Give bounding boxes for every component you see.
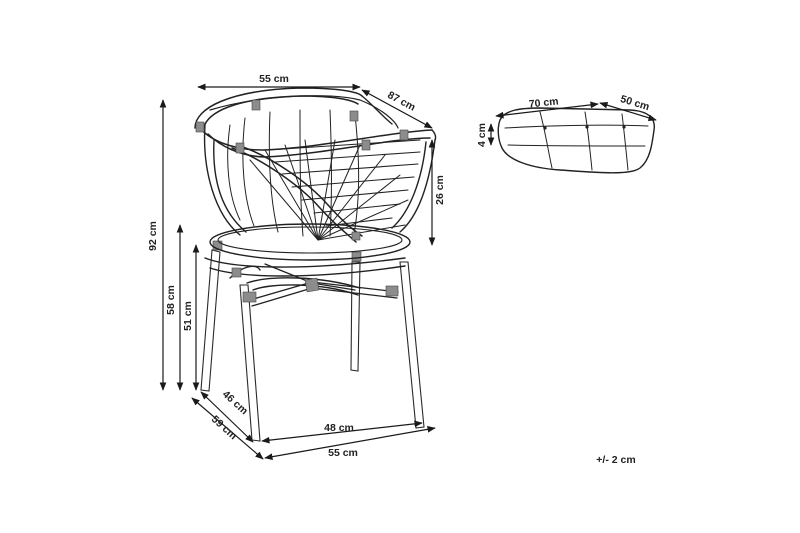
chair-illustration xyxy=(194,87,437,442)
dim-line-59 xyxy=(191,397,264,460)
label-cushion-length: 70 cm xyxy=(528,95,559,110)
label-51: 51 cm xyxy=(182,301,194,331)
label-back-height: 26 cm xyxy=(434,175,446,205)
label-top-depth: 87 cm xyxy=(385,89,417,114)
dimension-labels: 55 cm 87 cm 26 cm 92 cm 58 cm 51 cm 46 c… xyxy=(147,73,651,466)
dim-line-55-base xyxy=(264,426,436,460)
label-59: 59 cm xyxy=(209,413,239,442)
label-top-width: 55 cm xyxy=(259,73,289,85)
dim-line-top-depth xyxy=(361,89,433,129)
label-58: 58 cm xyxy=(165,285,177,315)
label-46: 46 cm xyxy=(220,388,250,417)
label-total-height: 92 cm xyxy=(147,221,159,251)
cushion-illustration xyxy=(497,107,655,174)
dim-line-cushion-width xyxy=(599,101,657,122)
label-48: 48 cm xyxy=(324,422,354,434)
tolerance-note: +/- 2 cm xyxy=(596,454,635,466)
dim-line-cushion-length xyxy=(495,101,599,119)
front-slats xyxy=(267,139,421,227)
label-cushion-thickness: 4 cm xyxy=(476,123,488,147)
dimension-lines xyxy=(159,83,657,460)
label-55-base: 55 cm xyxy=(328,447,358,459)
seat-frame xyxy=(204,240,406,307)
